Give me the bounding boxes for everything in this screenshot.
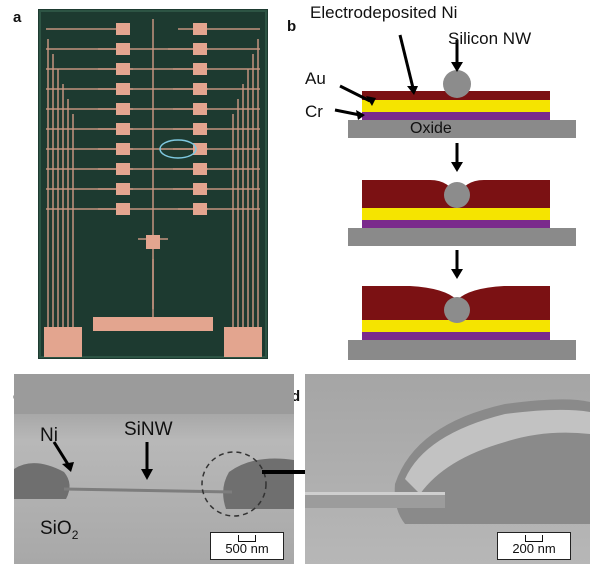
sem-image-d: 200 nm [305,374,590,564]
highlight-ellipse [159,139,197,159]
label-electrodeposited-ni: Electrodeposited Ni [310,3,458,22]
sem-image-c: Ni SiNW SiO2 500 nm [14,374,294,564]
label-au: Au [305,69,326,88]
sem-drawing-c [14,374,294,564]
label-sio2: SiO2 [40,518,79,542]
label-cr: Cr [305,102,323,121]
chip-micrograph [38,9,268,359]
chip-micrograph-drawing [38,9,268,359]
panel-label-d: d [291,388,301,405]
schematic-panel: Electrodeposited Ni Silicon NW Au Cr Oxi… [300,0,600,370]
scale-bar-c: 500 nm [210,532,284,560]
label-ni: Ni [40,425,58,446]
scale-bar-d: 200 nm [497,532,571,560]
panel-label-a: a [13,9,22,26]
deposition-schematic [334,34,576,360]
panel-label-b: b [287,18,297,35]
label-oxide: Oxide [410,120,452,137]
label-sinw: SiNW [124,419,173,440]
label-silicon-nw: Silicon NW [448,29,532,48]
